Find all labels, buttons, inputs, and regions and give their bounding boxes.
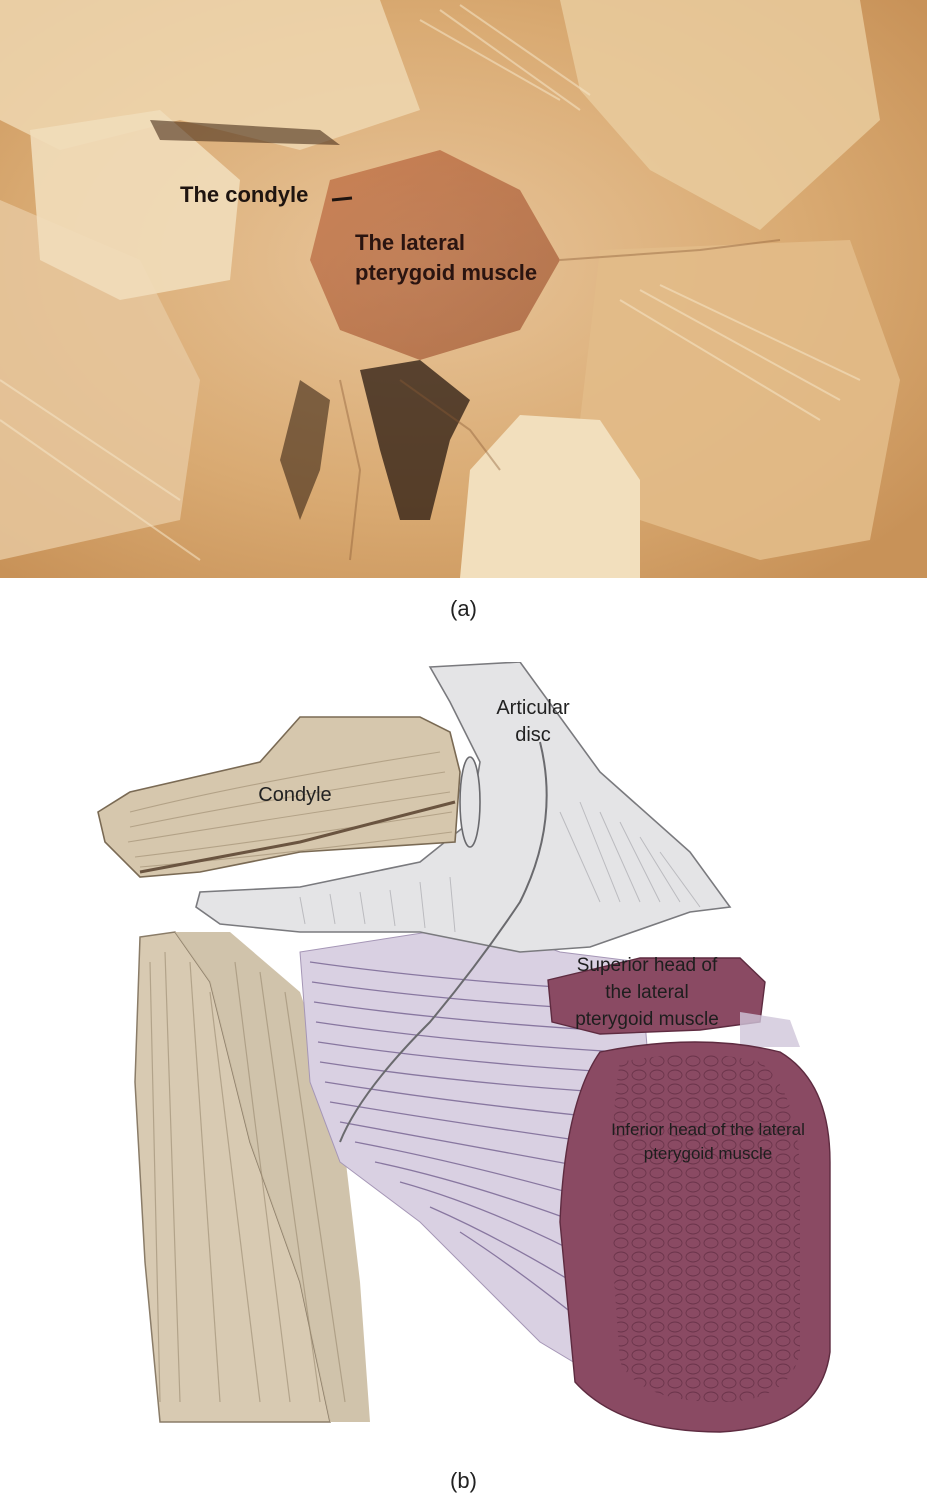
caption-a: (a) — [450, 596, 477, 621]
illustration-panel: Articular disc Condyle Superior head of … — [0, 661, 927, 1442]
bone-fragment — [460, 415, 640, 578]
photo-label-condyle: The condyle — [180, 182, 308, 207]
label-superior-line3: pterygoid muscle — [575, 1009, 719, 1030]
caption-b: (b) — [450, 1468, 477, 1493]
disc-rim — [459, 756, 481, 848]
label-inferior-line2: pterygoid muscle — [644, 1144, 773, 1163]
condyle-bone — [97, 716, 461, 878]
condyle-region — [30, 110, 240, 300]
disc-outline-line — [339, 741, 548, 1143]
photo-label-lateral-line2: pterygoid muscle — [355, 260, 537, 285]
label-condyle: Condyle — [258, 784, 331, 806]
condyle-pointer — [331, 196, 353, 202]
label-inferior-line1: Inferior head of the lateral — [611, 1120, 805, 1139]
label-superior-line1: Superior head of — [577, 955, 718, 976]
photo-label-lateral-line1: The lateral — [355, 230, 465, 255]
label-articular-line2: disc — [515, 724, 551, 746]
label-articular-line1: Articular — [496, 697, 570, 719]
lateral-pterygoid-region — [310, 150, 560, 360]
anatomy-illustration: Articular disc Condyle Superior head of … — [97, 661, 831, 1433]
dissection-photo-panel: The condyle The lateral pterygoid muscle — [0, 0, 927, 578]
label-superior-line2: the lateral — [605, 982, 688, 1003]
inferior-head-cell-pattern — [610, 1054, 800, 1402]
condyle-ridge — [139, 800, 456, 874]
dissection-photo: The condyle The lateral pterygoid muscle — [0, 0, 927, 578]
